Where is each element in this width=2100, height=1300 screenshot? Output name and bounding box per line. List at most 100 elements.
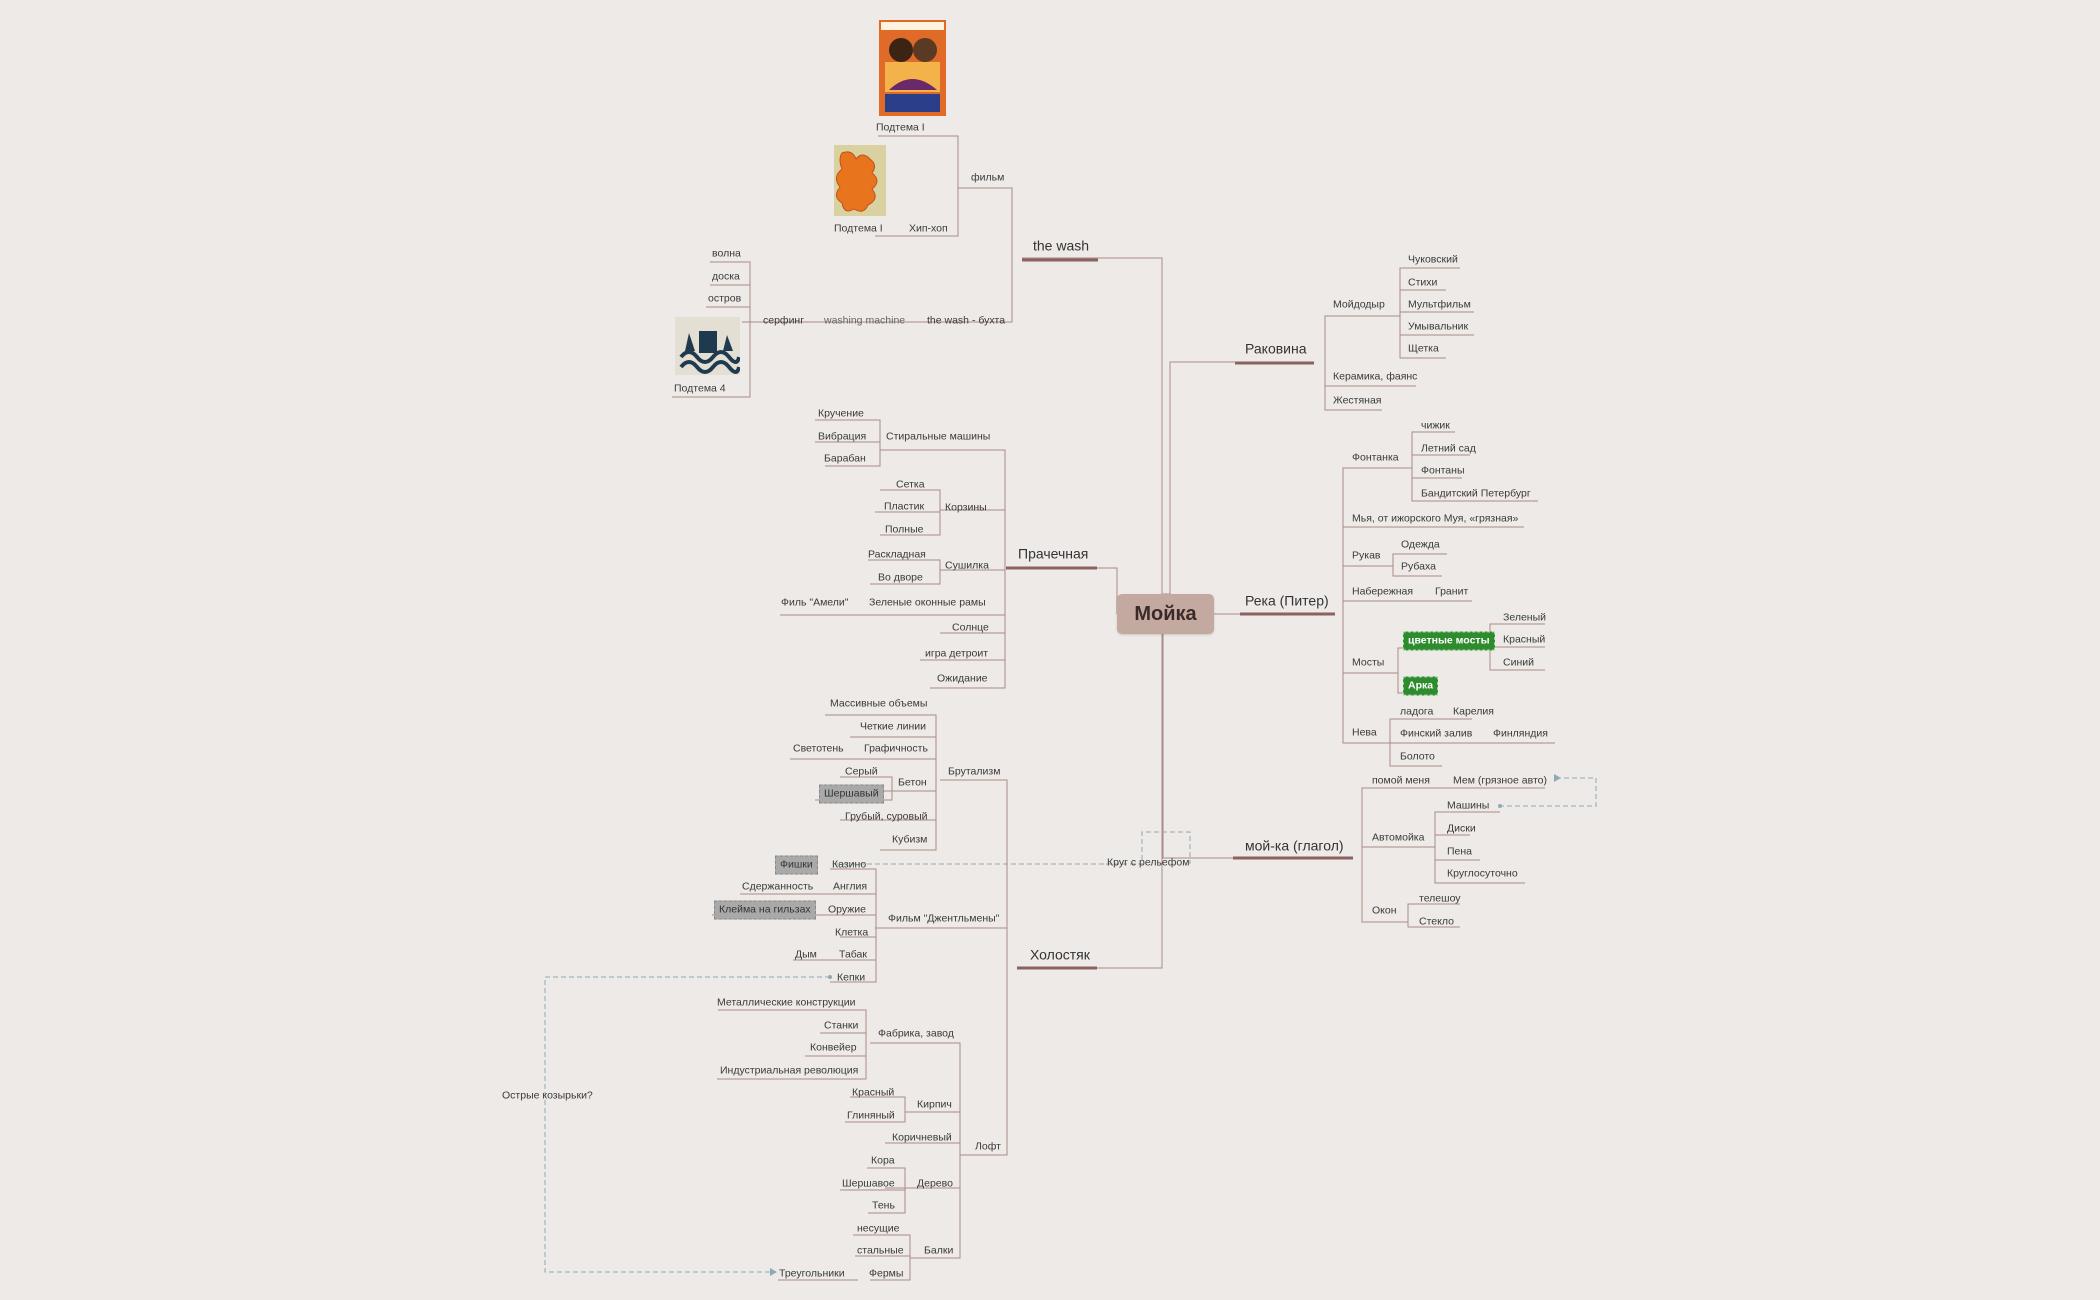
topic[interactable]: Лофт [975, 1140, 1001, 1153]
topic[interactable]: телешоу [1419, 892, 1461, 905]
topic[interactable]: Круг с рельефом [1107, 856, 1190, 869]
topic[interactable]: стальные [857, 1244, 904, 1257]
topic[interactable]: Окон [1372, 904, 1397, 917]
topic[interactable]: the wash - бухта [927, 314, 1006, 327]
topic[interactable]: Красный [1503, 633, 1546, 646]
topic[interactable]: Жестяная [1333, 394, 1382, 407]
topic[interactable]: Пена [1447, 845, 1473, 858]
topic[interactable]: Фонтанка [1352, 451, 1399, 464]
topic[interactable]: Барабан [824, 452, 866, 465]
topic[interactable]: Стиральные машины [886, 430, 991, 443]
topic[interactable]: Грубый, суровый [845, 810, 928, 823]
topic[interactable]: Рукав [1352, 549, 1381, 562]
topic[interactable]: Металлические конструкции [717, 996, 856, 1009]
topic[interactable]: Керамика, фаянс [1333, 370, 1418, 383]
topic[interactable]: Фильм "Джентльмены" [888, 912, 1000, 925]
topic[interactable]: Конвейер [810, 1041, 857, 1054]
root-topic[interactable]: Мойка [1117, 594, 1214, 634]
topic[interactable]: Клетка [835, 926, 869, 939]
topic[interactable]: Треугольники [779, 1267, 845, 1280]
topic[interactable]: Мья, от ижорского Муя, «грязная» [1352, 512, 1519, 525]
topic[interactable]: Во дворе [878, 571, 923, 584]
topic[interactable]: Массивные объемы [830, 697, 928, 710]
topic[interactable]: Полные [885, 523, 924, 536]
topic[interactable]: Корзины [945, 501, 987, 514]
topic[interactable]: Бетон [898, 776, 927, 789]
topic[interactable]: Кора [871, 1154, 895, 1167]
topic[interactable]: Мультфильм [1408, 298, 1471, 311]
topic[interactable]: Гранит [1435, 585, 1469, 598]
topic[interactable]: Кубизм [892, 833, 928, 846]
topic-highlight-gray[interactable]: Шершавый [819, 784, 884, 804]
topic[interactable]: Болото [1400, 750, 1435, 763]
topic[interactable]: помой меня [1372, 774, 1430, 787]
topic[interactable]: Мем (грязное авто) [1453, 774, 1547, 787]
topic[interactable]: Щетка [1408, 342, 1439, 355]
topic[interactable]: ладога [1400, 705, 1434, 718]
topic[interactable]: игра детроит [925, 647, 989, 660]
topic[interactable]: Стихи [1408, 276, 1438, 289]
topic[interactable]: остров [708, 292, 742, 305]
topic[interactable]: Машины [1447, 799, 1490, 812]
topic[interactable]: Стекло [1419, 915, 1454, 928]
topic[interactable]: Зеленый [1503, 611, 1547, 624]
topic[interactable]: Брутализм [948, 765, 1001, 778]
branch-reka[interactable]: Река (Питер) [1245, 592, 1329, 609]
branch-rakovina[interactable]: Раковина [1245, 340, 1307, 357]
topic[interactable]: Финляндия [1493, 727, 1548, 740]
topic[interactable]: Англия [833, 880, 868, 893]
topic[interactable]: Вибрация [818, 430, 867, 443]
topic[interactable]: несущие [857, 1222, 900, 1235]
topic[interactable]: Ожидание [937, 672, 988, 685]
topic[interactable]: Шершавое [842, 1177, 895, 1190]
topic[interactable]: Диски [1447, 822, 1476, 835]
topic[interactable]: washing machine [824, 314, 906, 327]
topic[interactable]: Оружие [828, 903, 866, 916]
topic[interactable]: Подтема I [834, 222, 883, 235]
topic[interactable]: Кепки [837, 971, 866, 984]
topic[interactable]: Балки [924, 1244, 954, 1257]
topic[interactable]: доска [712, 270, 740, 283]
topic[interactable]: Фонтаны [1421, 464, 1465, 477]
topic[interactable]: Фабрика, завод [878, 1027, 954, 1040]
topic[interactable]: Подтема 4 [674, 382, 726, 395]
topic[interactable]: Карелия [1453, 705, 1494, 718]
topic-highlight-green[interactable]: Арка [1403, 676, 1439, 696]
topic[interactable]: Филь "Амели" [781, 596, 849, 609]
topic[interactable]: Бандитский Петербург [1421, 487, 1531, 500]
topic[interactable]: Тень [872, 1199, 895, 1212]
topic[interactable]: Сдержанность [742, 880, 814, 893]
branch-prachechnaya[interactable]: Прачечная [1018, 545, 1089, 562]
topic[interactable]: Кручение [818, 407, 864, 420]
topic[interactable]: Чуковский [1408, 253, 1458, 266]
topic[interactable]: Глиняный [847, 1109, 895, 1122]
topic[interactable]: Коричневый [892, 1131, 952, 1144]
topic[interactable]: Светотень [793, 742, 844, 755]
topic-highlight-green[interactable]: цветные мосты [1403, 631, 1495, 651]
topic[interactable]: Кирпич [917, 1098, 952, 1111]
topic[interactable]: Финский залив [1400, 727, 1473, 740]
topic[interactable]: Красный [852, 1086, 895, 1099]
topic[interactable]: волна [712, 247, 741, 260]
topic[interactable]: Солнце [952, 621, 989, 634]
topic[interactable]: чижик [1421, 419, 1450, 432]
topic[interactable]: Сушилка [945, 559, 989, 572]
topic-highlight-gray[interactable]: Фишки [775, 855, 818, 875]
topic[interactable]: Зеленые оконные рамы [869, 596, 986, 609]
topic[interactable]: Подтема I [876, 121, 925, 134]
branch-moyka-verb[interactable]: мой-ка (глагол) [1245, 837, 1344, 854]
topic[interactable]: Одежда [1401, 538, 1440, 551]
topic[interactable]: Серый [845, 765, 878, 778]
topic[interactable]: Умывальник [1408, 320, 1469, 333]
topic[interactable]: фильм [971, 171, 1005, 184]
topic[interactable]: серфинг [763, 314, 805, 327]
topic[interactable]: Раскладная [868, 548, 926, 561]
topic[interactable]: Летний сад [1421, 442, 1476, 455]
topic[interactable]: Мойдодыр [1333, 298, 1385, 311]
topic[interactable]: Синий [1503, 656, 1534, 669]
branch-kholostyak[interactable]: Холостяк [1030, 946, 1090, 963]
topic[interactable]: Станки [824, 1019, 859, 1032]
topic[interactable]: Табак [839, 948, 867, 961]
topic[interactable]: Фермы [869, 1267, 904, 1280]
topic[interactable]: Пластик [884, 500, 925, 513]
